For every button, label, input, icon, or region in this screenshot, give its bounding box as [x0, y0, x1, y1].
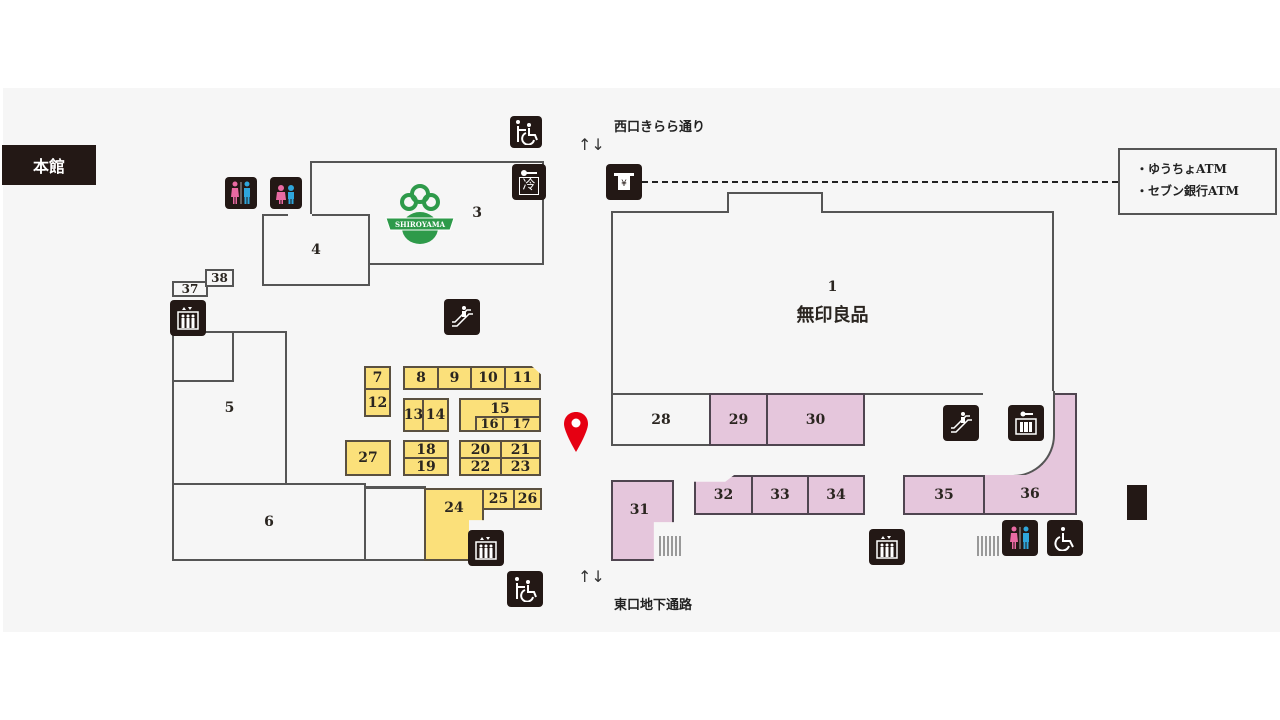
shop-19[interactable]: 19	[403, 457, 449, 476]
shop-21[interactable]: 21	[500, 440, 541, 459]
shop-16[interactable]: 16	[475, 416, 504, 432]
shop-26[interactable]: 26	[513, 488, 542, 510]
atm-icon[interactable]: ¥	[606, 164, 642, 200]
street-label-north: 西口きらら通り	[614, 120, 706, 135]
shop-7[interactable]: 7	[364, 366, 391, 390]
shop-14[interactable]: 14	[422, 398, 449, 432]
coin-locker-icon[interactable]	[1008, 405, 1044, 441]
shop-35[interactable]: 35	[903, 475, 985, 515]
up-down-arrows-icon: ↑↓	[578, 135, 605, 154]
restroom-icon[interactable]	[225, 177, 257, 209]
shop-name: 無印良品	[796, 305, 869, 326]
escalator-icon[interactable]	[943, 405, 979, 441]
shop-23[interactable]: 23	[500, 457, 541, 476]
shop-unnumbered[interactable]	[364, 487, 426, 561]
shop-29[interactable]: 29	[709, 393, 768, 446]
shop-8[interactable]: 8	[403, 366, 439, 390]
wheelchair-icon[interactable]	[1047, 520, 1083, 556]
shop-36-extension	[1053, 393, 1077, 477]
shop-28[interactable]: 28	[611, 393, 711, 446]
shop-6[interactable]: 6	[172, 483, 366, 561]
shop-13[interactable]: 13	[403, 398, 424, 432]
shop-18[interactable]: 18	[403, 440, 449, 459]
shop-36[interactable]: 36	[983, 475, 1077, 515]
atm-item: ・セブン銀行ATM	[1136, 184, 1239, 198]
shop-37[interactable]: 37	[172, 281, 208, 297]
atm-item: ・ゆうちょATM	[1136, 162, 1227, 176]
family-restroom-icon[interactable]	[270, 177, 302, 209]
wheelchair-assist-icon[interactable]	[510, 116, 542, 148]
floor-badge[interactable]: 本館	[2, 145, 96, 185]
shop-34[interactable]: 34	[807, 475, 865, 515]
street-label-south: 東口地下通路	[614, 598, 693, 613]
shop-25[interactable]: 25	[482, 488, 515, 510]
restroom-icon[interactable]	[1002, 520, 1038, 556]
wheelchair-assist-icon[interactable]	[507, 571, 543, 607]
shop-17[interactable]: 17	[502, 416, 541, 432]
atm-info-box: ・ゆうちょATM ・セブン銀行ATM	[1118, 148, 1277, 215]
up-down-arrows-icon: ↑↓	[578, 567, 605, 586]
svg-text:¥: ¥	[621, 179, 627, 189]
shop-10[interactable]: 10	[470, 366, 506, 390]
atm-guide-line	[642, 181, 1118, 183]
shop-38[interactable]: 38	[205, 269, 234, 287]
shop-5[interactable]: 5	[172, 331, 287, 485]
shop-1-bump	[727, 192, 823, 213]
stairs-icon	[659, 536, 681, 556]
svg-text:SHIROYAMA: SHIROYAMA	[395, 220, 446, 229]
shop-11[interactable]: 11	[504, 366, 541, 390]
shop-12[interactable]: 12	[364, 388, 391, 417]
shop-22[interactable]: 22	[459, 457, 502, 476]
elevator-icon[interactable]	[869, 529, 905, 565]
exit-marker	[1127, 485, 1147, 520]
stairs-icon	[977, 536, 999, 556]
shop-30[interactable]: 30	[766, 393, 865, 446]
elevator-icon[interactable]	[170, 300, 206, 336]
shop-number: 1	[827, 279, 838, 295]
shop-4[interactable]: 4	[262, 214, 370, 286]
shiroyama-logo: SHIROYAMA	[384, 180, 456, 248]
map-pin-icon[interactable]	[564, 412, 588, 452]
escalator-icon[interactable]	[444, 299, 480, 335]
shop-9[interactable]: 9	[437, 366, 472, 390]
elevator-icon[interactable]	[468, 530, 504, 566]
shop-1[interactable]: 1 無印良品	[611, 211, 1054, 395]
cold-locker-icon[interactable]: 冷	[512, 164, 546, 200]
shop-number: 3	[472, 205, 482, 221]
shop-27[interactable]: 27	[345, 440, 391, 476]
shop-33[interactable]: 33	[751, 475, 809, 515]
